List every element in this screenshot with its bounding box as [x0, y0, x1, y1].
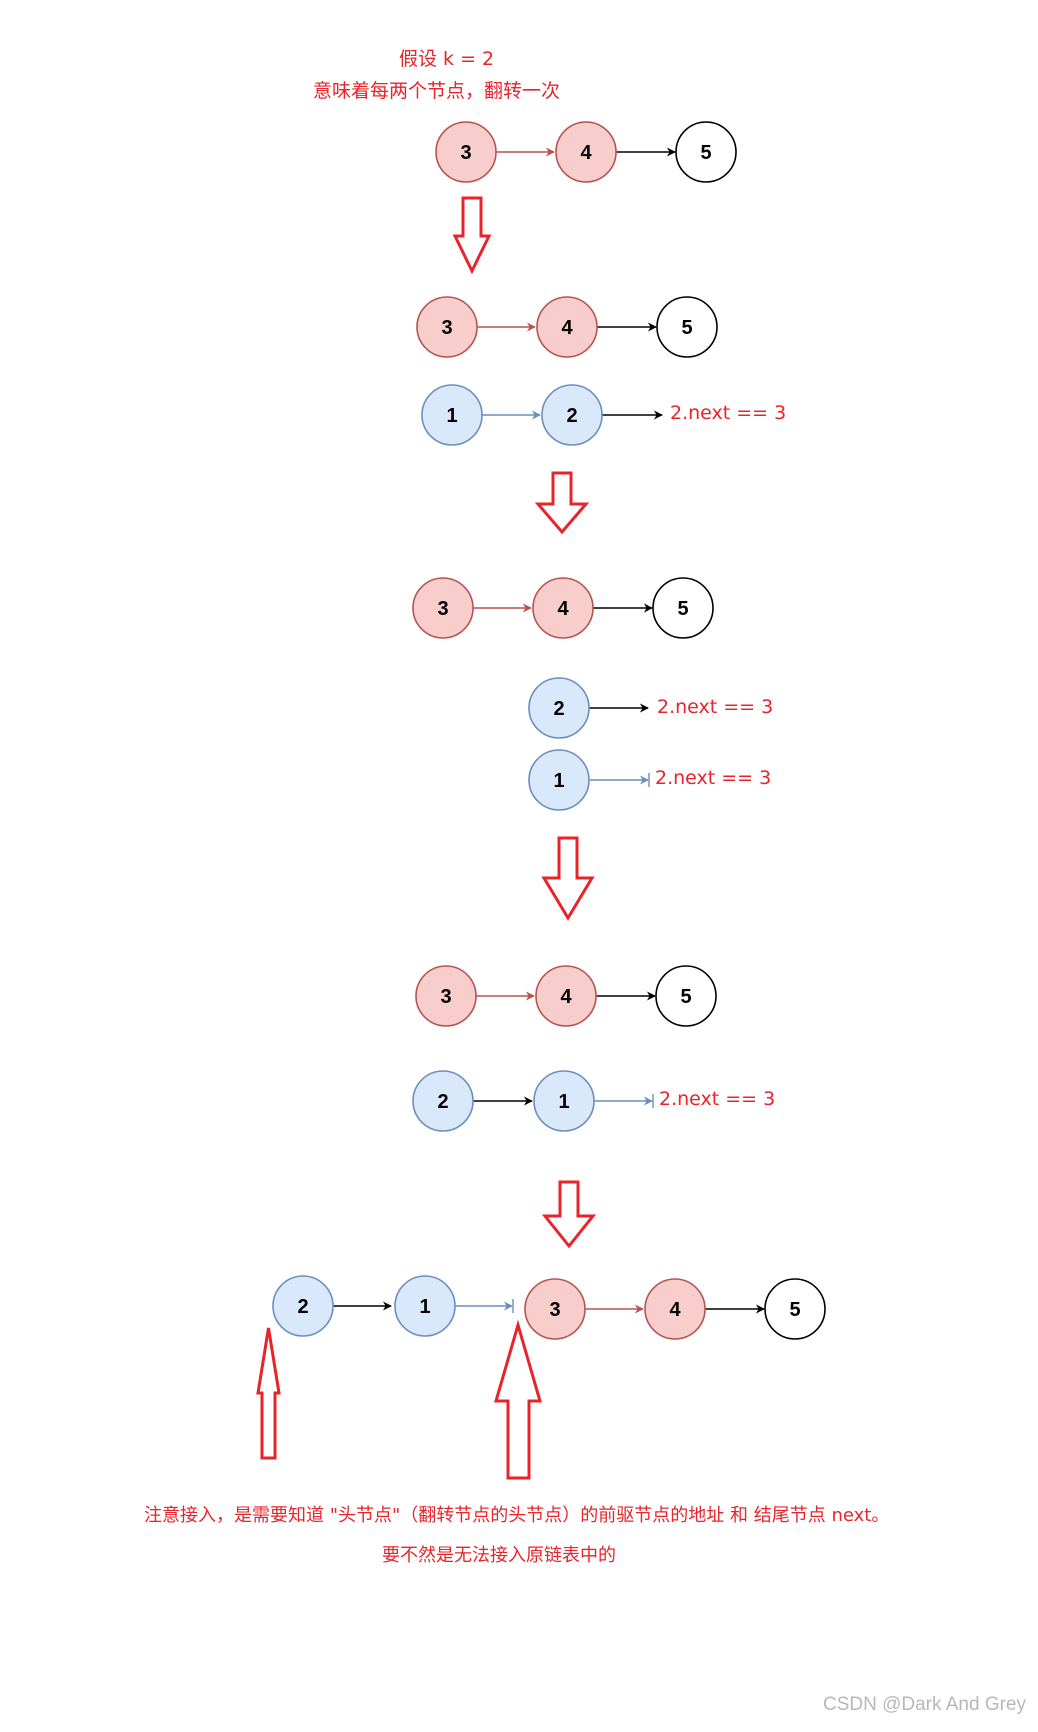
node-label: 1 [553, 770, 564, 792]
node-circle [656, 296, 718, 358]
header-line-2: 意味着每两个节点，翻转一次 [313, 80, 561, 102]
node-s4-n5: 5 [655, 965, 717, 1027]
node-label: 3 [437, 598, 448, 620]
node-s3-n2: 2 [528, 677, 590, 739]
node-circle [533, 1070, 595, 1132]
node-label: 2 [553, 698, 564, 720]
node-label: 4 [560, 986, 572, 1008]
node-label: 2 [437, 1091, 448, 1113]
node-s5-n2: 2 [272, 1275, 334, 1337]
node-s4-n2: 2 [412, 1070, 474, 1132]
node-s3-n1: 1 [528, 749, 590, 811]
node-label: 1 [558, 1091, 569, 1113]
node-s4-n3: 3 [415, 965, 477, 1027]
node-circle [528, 749, 590, 811]
node-s2-n1: 1 [421, 384, 483, 446]
node-circle [412, 577, 474, 639]
node-s2-n4: 4 [536, 296, 598, 358]
node-label: 4 [580, 142, 592, 164]
node-s2-n5: 5 [656, 296, 718, 358]
node-circle [421, 384, 483, 446]
node-circle [675, 121, 737, 183]
node-circle [764, 1278, 826, 1340]
node-circle [644, 1278, 706, 1340]
node-circle [412, 1070, 474, 1132]
node-s5-n4: 4 [644, 1278, 706, 1340]
node-label: 5 [681, 317, 692, 339]
nodes: 3 4 5 3 4 5 1 2 3 4 5 2 1 3 4 5 2 1 2 1 3 4 5 [272, 121, 826, 1340]
node-s5-n5: 5 [764, 1278, 826, 1340]
node-circle [536, 296, 598, 358]
node-circle [652, 577, 714, 639]
node-s1-n3: 3 [435, 121, 497, 183]
node-s4-n1: 1 [533, 1070, 595, 1132]
node-s1-n5: 5 [675, 121, 737, 183]
big-arrows [256, 196, 597, 1480]
node-circle [416, 296, 478, 358]
transition-arrow-1 [452, 196, 492, 275]
node-circle [524, 1278, 586, 1340]
node-s2-n3: 3 [416, 296, 478, 358]
node-s5-n3: 3 [524, 1278, 586, 1340]
node-label: 5 [677, 598, 688, 620]
node-label: 5 [680, 986, 691, 1008]
node-circle [555, 121, 617, 183]
node-circle [541, 384, 603, 446]
edges [333, 147, 765, 1314]
node-circle [532, 577, 594, 639]
node-s5-n1: 1 [394, 1275, 456, 1337]
transition-arrow-3 [541, 836, 595, 921]
watermark: CSDN @Dark And Grey [822, 1694, 1026, 1715]
node-label: 3 [549, 1299, 560, 1321]
node-circle [655, 965, 717, 1027]
node-label: 3 [441, 317, 452, 339]
node-label: 4 [561, 317, 573, 339]
node-s3-n5: 5 [652, 577, 714, 639]
node-circle [435, 121, 497, 183]
node-s1-n4: 4 [555, 121, 617, 183]
node-s3-n4: 4 [532, 577, 594, 639]
node-label: 4 [557, 598, 569, 620]
node-label: 2 [566, 405, 577, 427]
footer-line-1: 注意接入，是需要知道 "头节点"（翻转节点的头节点）的前驱节点的地址 和 结尾节… [144, 1505, 890, 1526]
node-circle [528, 677, 590, 739]
node-s4-n4: 4 [535, 965, 597, 1027]
node-s3-n3: 3 [412, 577, 474, 639]
node-label: 4 [669, 1299, 681, 1321]
pointer-up-arrow-head [256, 1327, 281, 1460]
note-stage4: 2.next == 3 [659, 1088, 776, 1110]
node-label: 3 [460, 142, 471, 164]
node-circle [535, 965, 597, 1027]
note-stage3-node2: 2.next == 3 [657, 696, 774, 718]
note-stage2: 2.next == 3 [670, 402, 787, 424]
footer-line-2: 要不然是无法接入原链表中的 [382, 1545, 616, 1566]
node-label: 5 [789, 1299, 800, 1321]
header-line-1: 假设 k = 2 [399, 48, 495, 70]
transition-arrow-2 [534, 471, 590, 535]
node-circle [415, 965, 477, 1027]
node-s2-n2: 2 [541, 384, 603, 446]
node-label: 1 [446, 405, 457, 427]
node-label: 2 [297, 1296, 308, 1318]
transition-arrow-4 [541, 1180, 597, 1249]
node-label: 1 [419, 1296, 430, 1318]
node-label: 5 [700, 142, 711, 164]
node-circle [272, 1275, 334, 1337]
node-label: 3 [440, 986, 451, 1008]
node-circle [394, 1275, 456, 1337]
pointer-up-arrow-tail [494, 1319, 542, 1480]
note-stage3-node1: 2.next == 3 [655, 767, 772, 789]
